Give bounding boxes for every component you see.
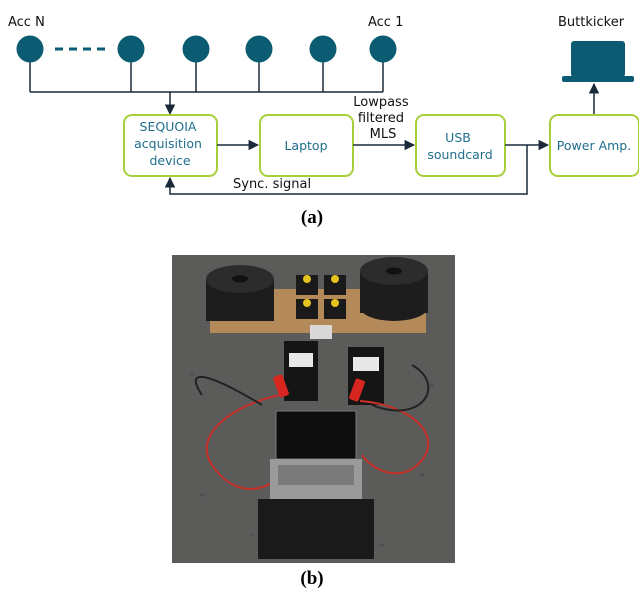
acc-1-label: Acc 1: [368, 15, 403, 30]
sensor-node: [182, 35, 210, 63]
cables: [194, 364, 430, 490]
sensor-bus: [29, 62, 384, 116]
batteries: [284, 341, 384, 405]
sync-signal-label: Sync. signal: [233, 177, 311, 192]
buttkicker-icon: [562, 41, 634, 82]
sync-signal-path: [164, 145, 528, 195]
buttkicker-label: Buttkicker: [558, 15, 625, 30]
field-setup-photo: [172, 255, 455, 563]
sensor-node: [309, 35, 337, 63]
jumper-clamps: [273, 374, 365, 402]
buttkicker-units: [296, 275, 346, 319]
caption-b: (b): [300, 568, 323, 589]
amplifier-unit: [310, 325, 332, 339]
usb-soundcard-text: USB soundcard: [427, 130, 492, 162]
sensor-acc-n: [16, 35, 44, 63]
caption-a: (a): [301, 207, 323, 228]
mls-label: Lowpass filtered MLS: [353, 95, 413, 142]
weight-plates-left: [206, 265, 274, 321]
sensor-node: [245, 35, 273, 63]
laptop-photo: [270, 410, 362, 499]
acc-n-label: Acc N: [8, 15, 45, 30]
sensor-acc-1: [369, 35, 397, 63]
sensor-node: [117, 35, 145, 63]
laptop-text: Laptop: [284, 138, 327, 153]
usb-soundcard-block: [415, 114, 506, 177]
power-amp-block: [549, 114, 639, 177]
sequoia-text: SEQUOIA acquisition device: [134, 119, 206, 168]
equipment-case: [258, 499, 374, 559]
weight-plates-right: [360, 257, 428, 321]
power-amp-text: Power Amp.: [557, 138, 631, 153]
